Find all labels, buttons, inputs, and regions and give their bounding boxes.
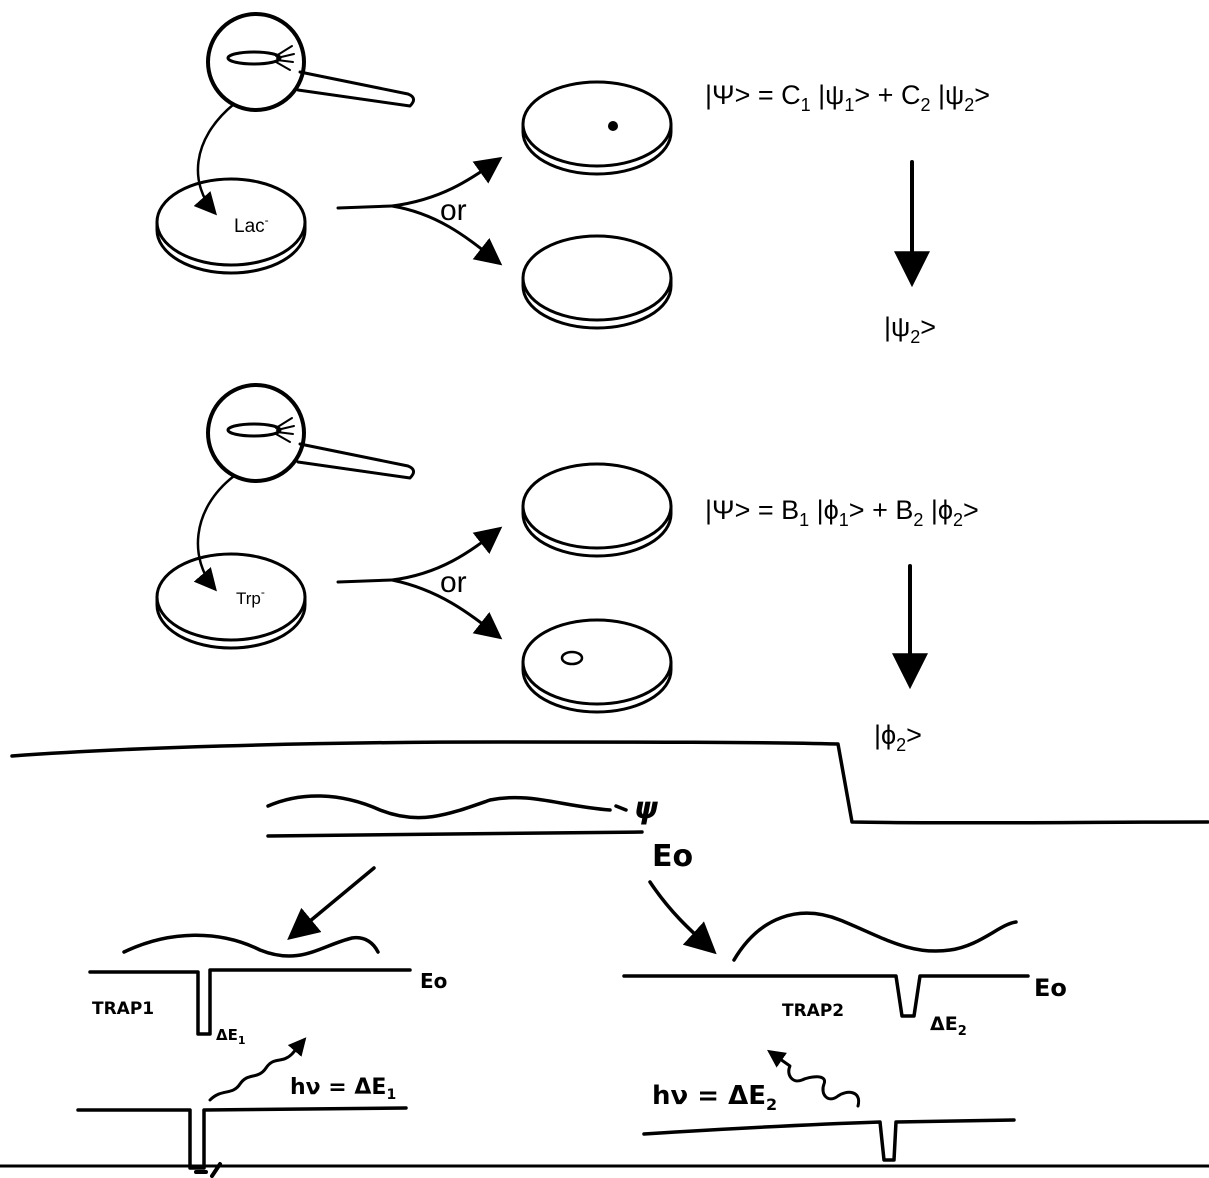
magnifier-icon	[206, 12, 415, 112]
petri-dish-empty	[521, 462, 673, 558]
delta-e1-label: ΔE1	[216, 1026, 246, 1047]
photon-wave-left	[208, 1037, 307, 1102]
psi-label: ψ	[634, 791, 658, 826]
trap1-diagram: Eo TRAP1 ΔE1 hν = ΔE1	[76, 933, 447, 1178]
branch-stem	[336, 204, 394, 210]
arrow-to-trap1	[287, 866, 376, 941]
or-label-trp: or	[440, 566, 467, 599]
potential-step	[10, 740, 1209, 825]
equation-trp: |Ψ> = B1 |ϕ1> + B2 |ϕ2>	[705, 495, 979, 530]
petri-dish-colony	[521, 618, 673, 714]
branch-arrow-up	[390, 526, 503, 582]
branch-arrow-up	[390, 156, 503, 208]
magnifier-icon	[206, 383, 415, 483]
well-line-right	[622, 974, 1030, 1018]
lac-panel: Lac- or |Ψ> = C1 |ψ1> + C2 |ψ2> |ψ2>	[155, 12, 990, 347]
photon-label-left: hν = ΔE1	[290, 1075, 396, 1103]
wavefunction-top	[266, 794, 612, 820]
energy-level-top	[266, 830, 644, 838]
trp-panel: Trp- or |Ψ> = B1 |ϕ1> + B2 |ϕ2> |ϕ2>	[155, 383, 979, 755]
result-lac: |ψ2>	[884, 312, 936, 347]
e0-label-left: Eo	[420, 969, 447, 993]
petri-dish-empty	[521, 234, 673, 330]
branch-stem	[336, 578, 394, 584]
well-line-right-lower	[642, 1118, 1016, 1162]
trap2-label: TRAP2	[782, 1001, 844, 1021]
photon-label-right: hν = ΔE2	[652, 1081, 777, 1114]
result-trp: |ϕ2>	[874, 720, 922, 755]
e0-label-top: Eo	[652, 839, 693, 874]
wavefunction-right	[732, 911, 1018, 962]
transfer-arrow	[193, 102, 236, 216]
photon-wave-right	[767, 1049, 861, 1108]
arrow-to-trap2	[648, 880, 717, 955]
colony-dot	[608, 121, 618, 131]
petri-dish-trp	[155, 552, 307, 650]
trap1-label: TRAP1	[92, 999, 154, 1019]
branch-arrow-down	[390, 578, 503, 640]
e0-label-right: Eo	[1034, 974, 1067, 1002]
petri-dish-colony	[521, 80, 673, 176]
trap2-diagram: Eo TRAP2 ΔE2 hν = ΔE2	[622, 911, 1067, 1162]
petri-dish-lac	[155, 177, 307, 275]
equation-lac: |Ψ> = C1 |ψ1> + C2 |ψ2>	[705, 80, 990, 115]
delta-e2-label: ΔE2	[930, 1013, 967, 1039]
well-line-left-lower	[76, 1106, 408, 1170]
colony-ring	[560, 650, 584, 666]
lac-label: Lac-	[234, 213, 269, 237]
wavefunction-left	[122, 933, 380, 958]
wave-tail	[614, 804, 628, 812]
branch-arrow-down	[390, 204, 503, 266]
well-line-left	[88, 968, 412, 1036]
trp-label: Trp-	[236, 585, 265, 608]
energy-sketch: ψ Eo Eo TRAP1 ΔE1 hν = ΔE1 Eo TRAP2 ΔE2 …	[0, 740, 1209, 1178]
or-label-lac: or	[440, 194, 467, 227]
transfer-arrow	[193, 474, 236, 592]
